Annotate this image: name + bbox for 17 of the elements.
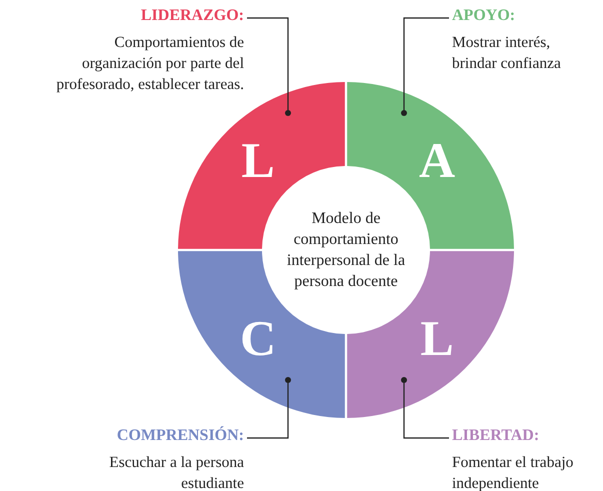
segment-letter: L [241, 135, 275, 185]
segment-letter: L [420, 313, 454, 363]
category-description: Escuchar a la persona estudiante [108, 453, 244, 491]
category-description: Fomentar el trabajo independiente [452, 453, 574, 491]
leader-line [247, 17, 291, 116]
category-heading: APOYO: [452, 6, 516, 26]
category-description: Mostrar interés, brindar confianza [452, 33, 562, 74]
leader-line [401, 17, 449, 116]
segment-letter: A [418, 135, 456, 185]
category-heading: LIDERAZGO: [140, 6, 244, 26]
leader-line [247, 377, 291, 439]
center-title: Modelo de comportamiento interpersonal de la persona docente [286, 209, 406, 292]
leader-line [401, 377, 449, 439]
category-heading: COMPRENSIÓN: [116, 426, 244, 446]
category-heading: LIBERTAD: [452, 426, 540, 446]
segment-letter: C [240, 313, 276, 363]
category-description: Comportamientos de organización por parte del profesorado, establecer tareas. [55, 33, 244, 95]
